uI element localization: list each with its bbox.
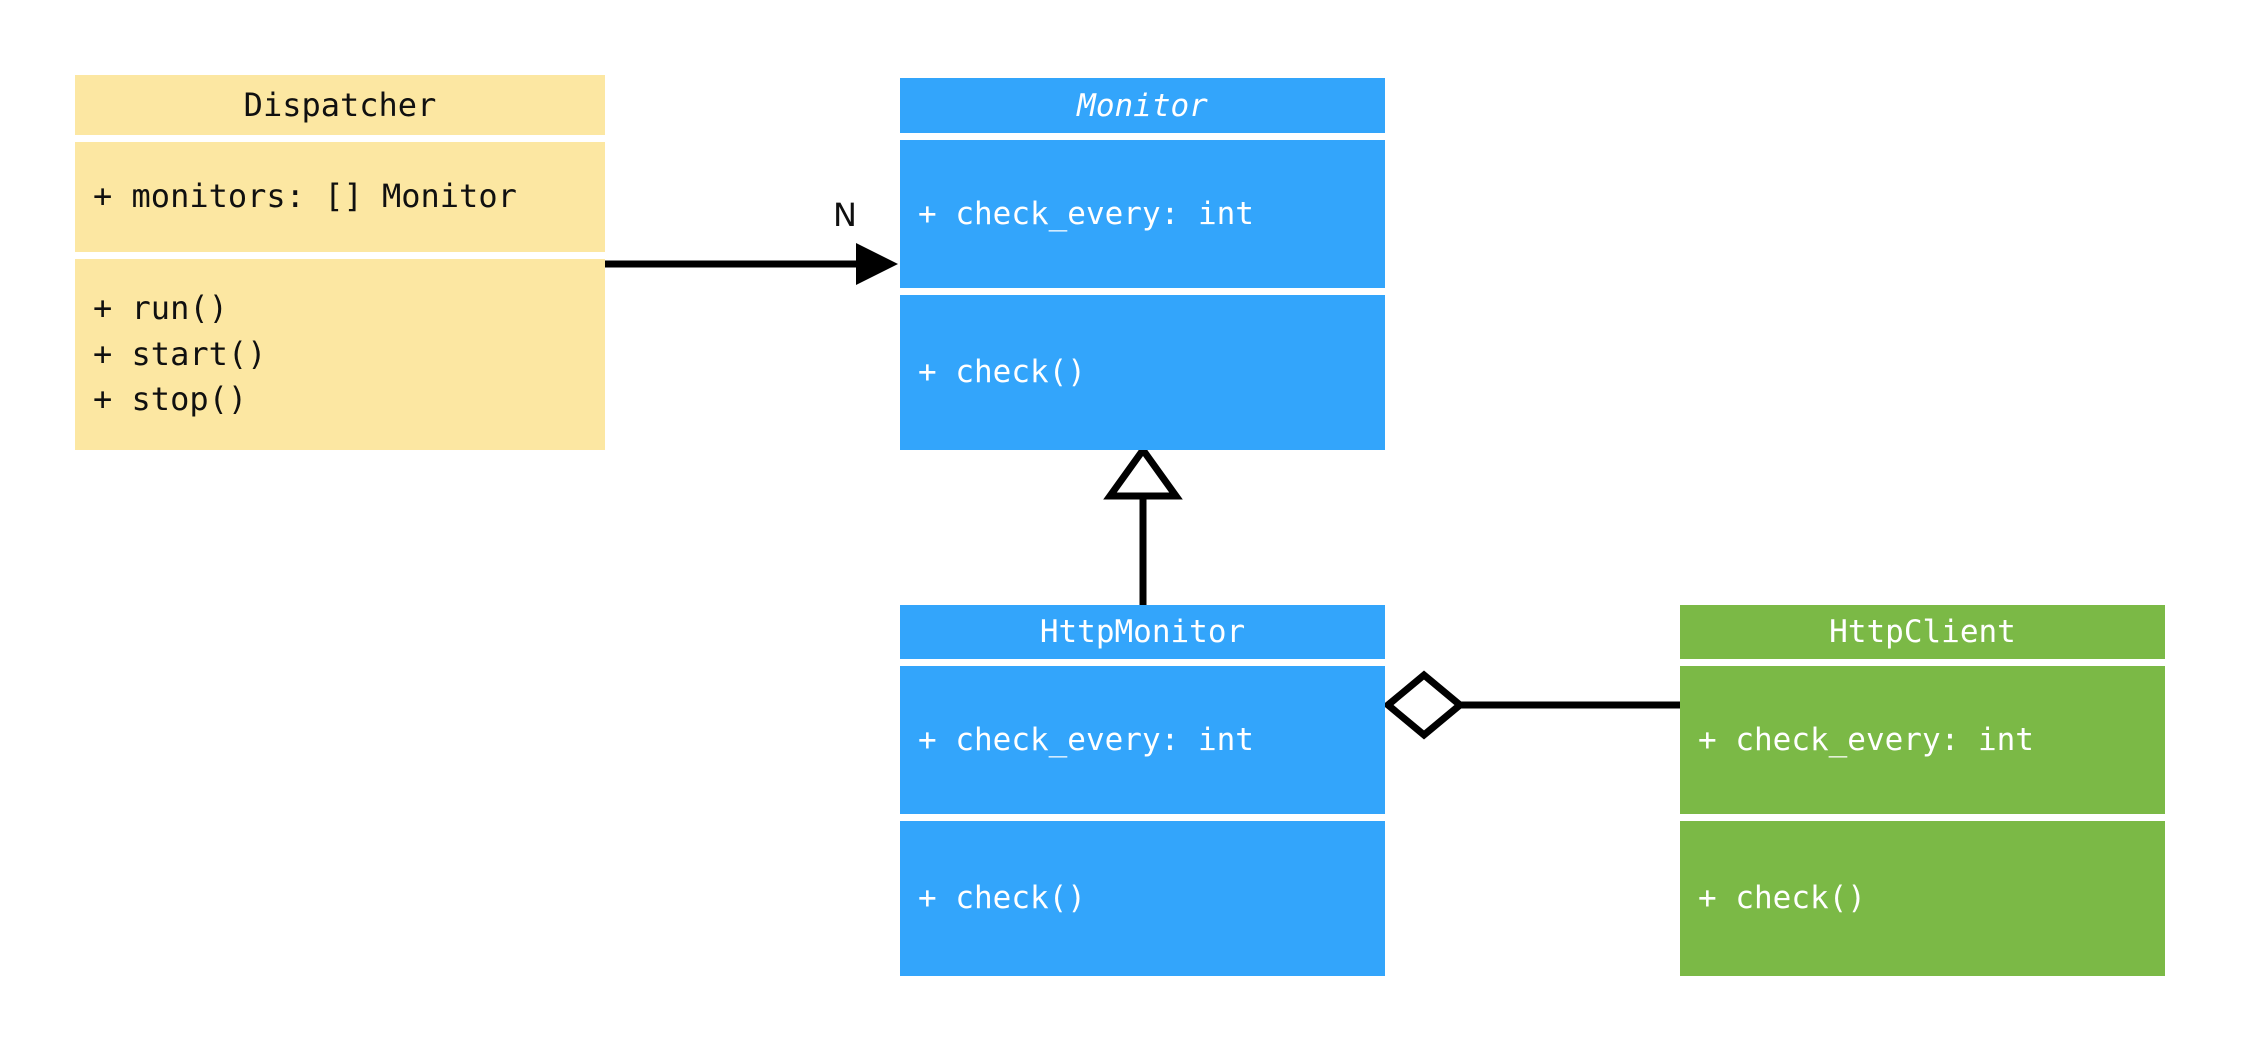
class-header-httpclient: HttpClient [1680, 605, 2165, 659]
operation-row: + run() [93, 289, 228, 328]
operation-row: + check() [918, 880, 1086, 917]
association-multiplicity-label: N [833, 196, 857, 234]
association-dispatcher-monitor [605, 243, 898, 285]
operation-row: + check() [918, 354, 1086, 391]
class-header-httpmonitor: HttpMonitor [900, 605, 1385, 659]
attribute-row: + check_every: int [1698, 721, 2034, 758]
class-name-dispatcher: Dispatcher [243, 86, 437, 124]
class-box-httpclient[interactable]: HttpClient + check_every: int + check() [1680, 605, 2165, 976]
operation-row: + check() [1698, 880, 1866, 917]
class-box-dispatcher[interactable]: Dispatcher + monitors: [] Monitor + run(… [75, 75, 605, 450]
attribute-row: + monitors: [] Monitor [93, 177, 517, 216]
class-name-httpmonitor: HttpMonitor [1039, 614, 1246, 650]
operations-compartment-httpclient: + check() [1680, 821, 2165, 976]
attribute-row: + check_every: int [918, 721, 1254, 758]
attributes-compartment-httpclient: + check_every: int [1680, 666, 2165, 814]
operations-compartment-httpmonitor: + check() [900, 821, 1385, 976]
attributes-compartment-httpmonitor: + check_every: int [900, 666, 1385, 814]
hollow-diamond-icon [1382, 670, 1466, 740]
class-name-httpclient: HttpClient [1829, 614, 2016, 650]
hollow-triangle-arrowhead-icon [1103, 443, 1183, 500]
operation-row: + stop() [93, 380, 248, 419]
class-box-httpmonitor[interactable]: HttpMonitor + check_every: int + check() [900, 605, 1385, 976]
operations-compartment-dispatcher: + run() + start() + stop() [75, 259, 605, 450]
aggregation-httpmonitor-httpclient [1382, 670, 1680, 740]
class-box-monitor[interactable]: Monitor + check_every: int + check() [900, 78, 1385, 450]
operations-compartment-monitor: + check() [900, 295, 1385, 450]
attributes-compartment-monitor: + check_every: int [900, 140, 1385, 288]
class-header-monitor: Monitor [900, 78, 1385, 133]
operation-row: + start() [93, 334, 267, 373]
generalization-httpmonitor-monitor [1103, 443, 1183, 605]
class-header-dispatcher: Dispatcher [75, 75, 605, 135]
filled-arrowhead-icon [856, 243, 898, 285]
attributes-compartment-dispatcher: + monitors: [] Monitor [75, 142, 605, 252]
attribute-row: + check_every: int [918, 195, 1254, 232]
class-name-monitor: Monitor [1077, 87, 1208, 124]
